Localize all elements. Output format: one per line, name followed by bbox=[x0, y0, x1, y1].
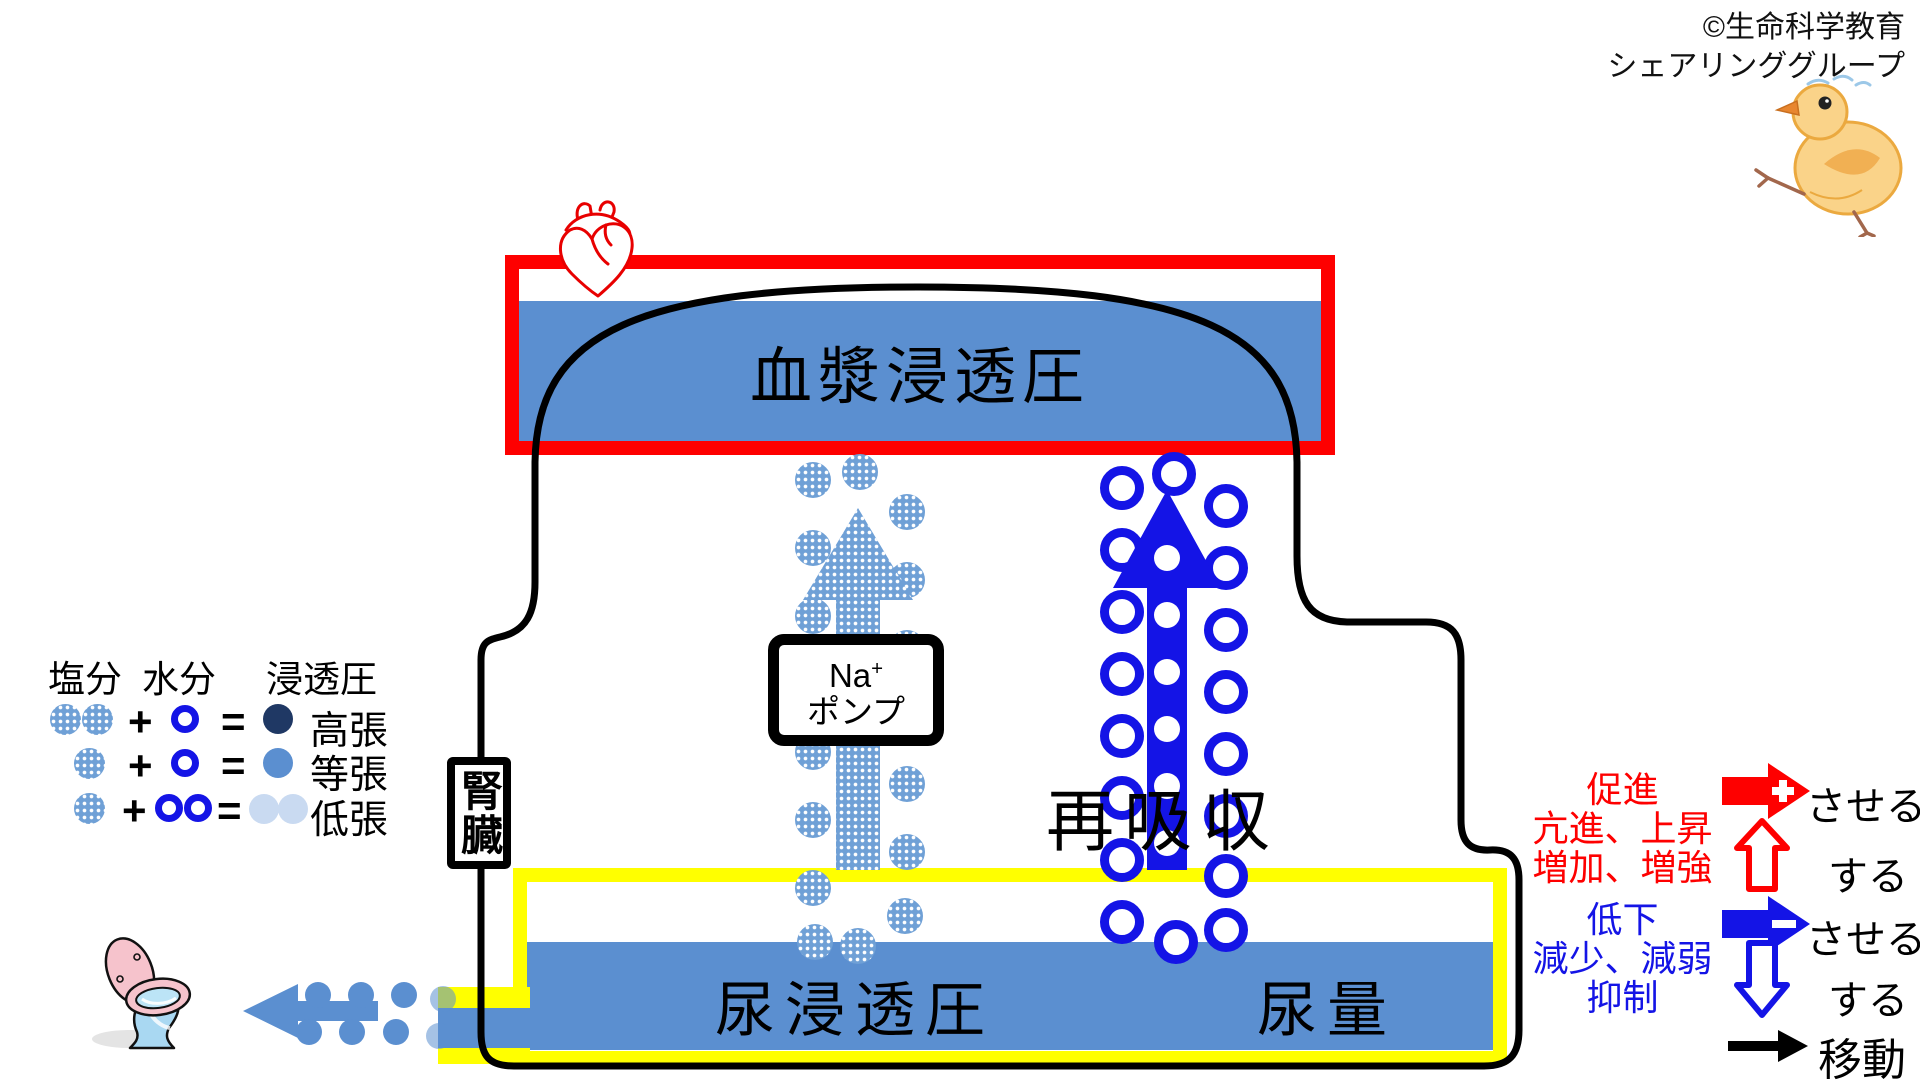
water-symbol bbox=[171, 705, 199, 733]
salt-symbol bbox=[74, 793, 105, 824]
salt-particle bbox=[840, 928, 876, 964]
water-molecule bbox=[1100, 838, 1144, 882]
water-molecule bbox=[1204, 608, 1248, 652]
salt-particle bbox=[795, 598, 831, 634]
kidney-label: 腎臓 bbox=[455, 769, 503, 857]
water-droplet bbox=[1154, 716, 1180, 742]
water-droplet bbox=[1154, 545, 1180, 571]
black-move-arrow-icon bbox=[1728, 1030, 1808, 1062]
equals-sign: = bbox=[217, 787, 242, 834]
salt-particle bbox=[795, 530, 831, 566]
urine-drop bbox=[296, 1019, 322, 1045]
kidney-label-box: 腎臓 bbox=[447, 757, 511, 869]
urine-drop bbox=[383, 1019, 409, 1045]
water-molecule bbox=[1152, 452, 1196, 496]
salt-particle bbox=[795, 802, 831, 838]
water-symbol bbox=[155, 794, 183, 822]
red-plus-arrow-icon bbox=[1722, 763, 1810, 819]
water-droplet bbox=[1154, 659, 1180, 685]
red-up-arrow-icon bbox=[1734, 818, 1790, 892]
water-symbol bbox=[184, 794, 212, 822]
copyright-text: ©生命科学教育 シェアリンググループ bbox=[1607, 11, 1905, 83]
hypotonic-label: 低張 bbox=[310, 799, 389, 842]
decrease-terms: 低下 減少、減弱 抑制 bbox=[1532, 899, 1713, 1018]
water-molecule bbox=[1100, 652, 1144, 696]
do-label-red: する bbox=[1828, 855, 1908, 899]
salt-symbol bbox=[50, 704, 81, 735]
isotonic-dot bbox=[263, 748, 293, 778]
water-molecule bbox=[1204, 670, 1248, 714]
na-pump-word: ポンプ bbox=[806, 692, 905, 730]
water-molecule bbox=[1204, 484, 1248, 528]
na-pump-element: Na+ bbox=[828, 656, 884, 694]
blue-down-arrow-icon bbox=[1734, 940, 1790, 1018]
heart-icon bbox=[559, 200, 634, 298]
urine-drop bbox=[339, 1019, 365, 1045]
water-molecule bbox=[1100, 466, 1144, 510]
salt-particle bbox=[795, 870, 831, 906]
legend-header-water: 水分 bbox=[142, 659, 216, 700]
water-droplet bbox=[1154, 830, 1180, 856]
urine-box: 尿浸透圧 尿量 bbox=[513, 868, 1507, 1065]
water-droplet bbox=[1154, 773, 1180, 799]
reabsorption-label: 再吸収 bbox=[1046, 784, 1281, 860]
water-molecule bbox=[1100, 776, 1144, 820]
urine-drop bbox=[426, 1023, 452, 1049]
blue-minus-arrow-icon bbox=[1722, 896, 1810, 952]
salt-symbol bbox=[82, 704, 113, 735]
salt-particle bbox=[795, 462, 831, 498]
plus-sign: + bbox=[122, 787, 147, 834]
salt-particle bbox=[889, 834, 925, 870]
urine-fluid: 尿浸透圧 尿量 bbox=[527, 942, 1493, 1050]
salt-particle bbox=[887, 898, 923, 934]
hypertonic-dot bbox=[263, 704, 293, 734]
hypotonic-dot bbox=[278, 794, 308, 824]
plasma-label: 血漿浸透圧 bbox=[749, 343, 1090, 412]
urine-drop bbox=[391, 982, 417, 1008]
move-label: 移動 bbox=[1818, 1036, 1906, 1080]
chick-icon bbox=[1754, 74, 1903, 237]
water-molecule bbox=[1204, 908, 1248, 952]
promote-terms: 促進 亢進、上昇 増加、増強 bbox=[1532, 769, 1713, 888]
do-label-blue: する bbox=[1828, 979, 1908, 1023]
toilet-icon bbox=[92, 937, 192, 1050]
salt-particle bbox=[797, 924, 833, 960]
water-molecule bbox=[1154, 920, 1198, 964]
water-molecule bbox=[1204, 794, 1248, 838]
salt-particle bbox=[889, 766, 925, 802]
water-molecule bbox=[1204, 732, 1248, 776]
hypertonic-label: 高張 bbox=[310, 710, 389, 753]
salt-particle bbox=[842, 454, 878, 490]
plasma-fluid: 血漿浸透圧 bbox=[519, 301, 1321, 441]
urine-drop bbox=[348, 982, 374, 1008]
salt-symbol bbox=[74, 748, 105, 779]
plus-sign: + bbox=[128, 698, 153, 745]
equals-sign: = bbox=[221, 742, 246, 789]
equals-sign: = bbox=[221, 698, 246, 745]
water-molecule bbox=[1100, 590, 1144, 634]
hypotonic-dot bbox=[249, 794, 279, 824]
water-droplet bbox=[1154, 602, 1180, 628]
isotonic-label: 等張 bbox=[310, 754, 389, 797]
cause-label-blue: させる bbox=[1806, 918, 1920, 962]
legend-header-osmotic: 浸透圧 bbox=[266, 659, 377, 700]
plus-sign: + bbox=[128, 742, 153, 789]
urine-osmotic-label: 尿浸透圧 bbox=[715, 977, 995, 1044]
urine-drop bbox=[305, 982, 331, 1008]
cause-label-red: させる bbox=[1806, 785, 1920, 829]
water-molecule bbox=[1100, 900, 1144, 944]
urine-drop bbox=[430, 986, 456, 1012]
water-symbol bbox=[171, 749, 199, 777]
na-pump-box: Na+ ポンプ bbox=[768, 634, 944, 746]
urine-volume-label: 尿量 bbox=[1257, 977, 1397, 1044]
water-molecule bbox=[1204, 854, 1248, 898]
water-reabsorption-column bbox=[1100, 452, 1250, 972]
legend-header-salt: 塩分 bbox=[48, 659, 122, 700]
salt-particle bbox=[889, 494, 925, 530]
water-molecule bbox=[1100, 714, 1144, 758]
